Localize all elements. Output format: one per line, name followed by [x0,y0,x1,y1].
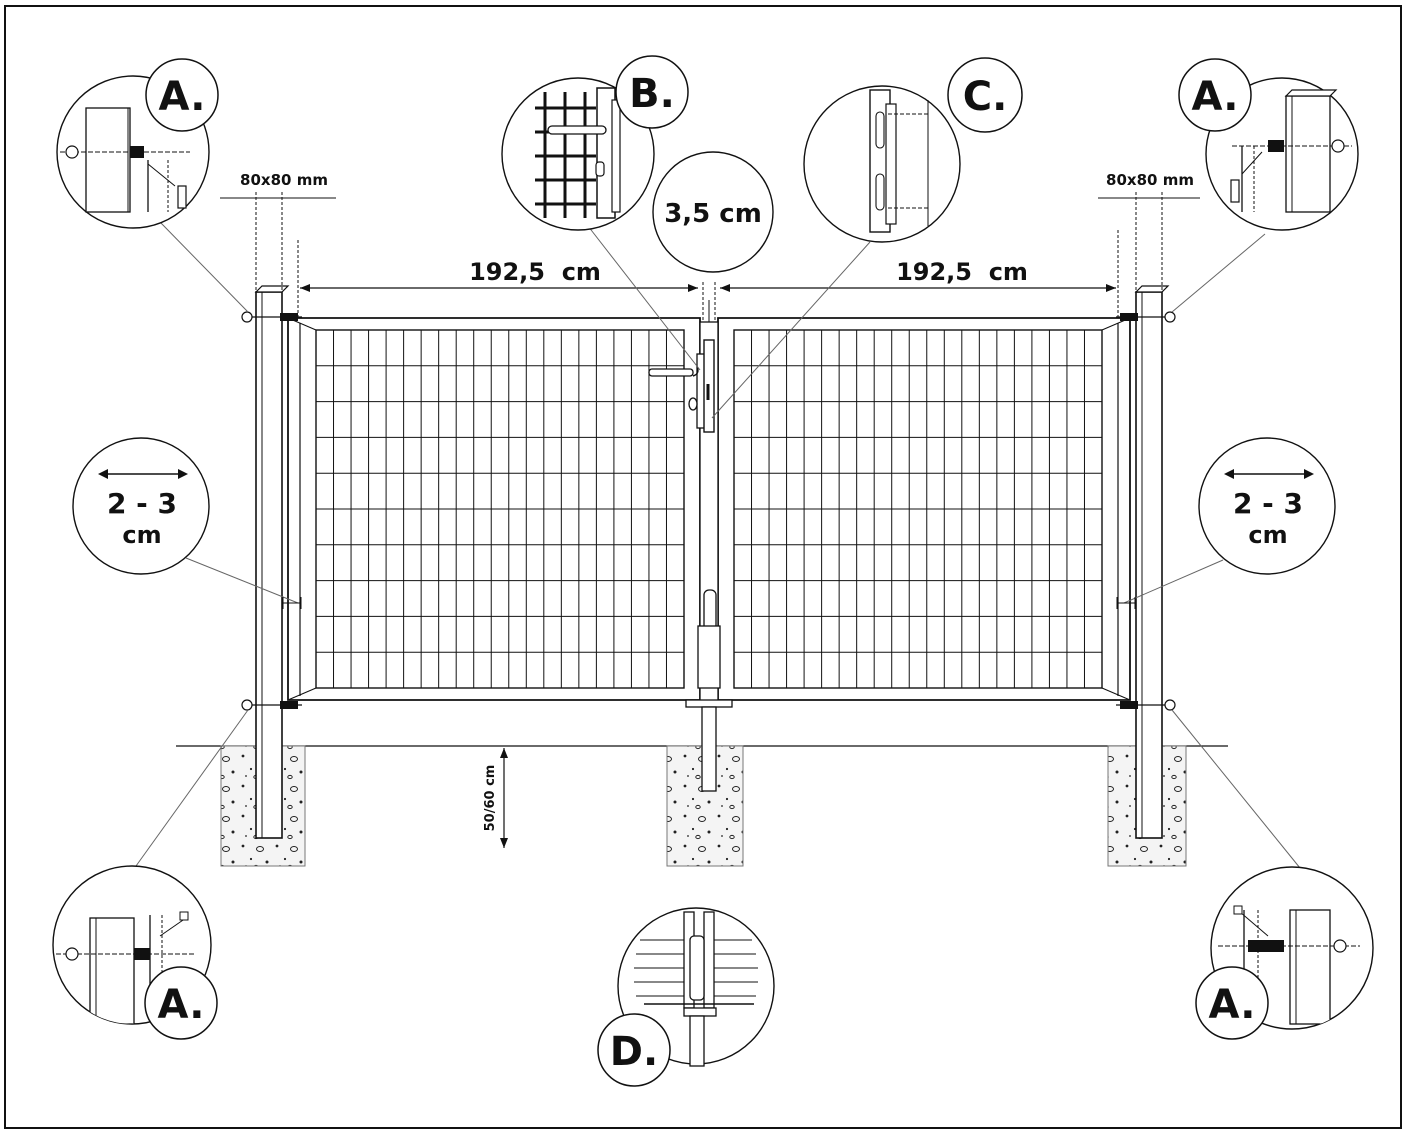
detail-a-top-right [1178,58,1359,231]
center-gap-callout [652,151,774,273]
drop-bolt [685,282,733,792]
detail-a-top-left-label: A. [159,74,206,120]
post-size-label-right: 80x80 mm [1106,171,1194,189]
gap-marker-left [282,597,302,609]
gap-label-left-top: 2 - 3 [107,487,177,520]
gap-label-left-bottom: cm [122,521,161,549]
depth-dimension [500,748,508,848]
gap-marker-right [1116,597,1136,609]
detail-d [597,907,775,1087]
width-label-right: 192,5 cm [896,258,1028,286]
gap-label-right-top: 2 - 3 [1233,487,1303,520]
width-dimension-right [720,230,1119,318]
page-frame [4,5,1402,1129]
hinge-top-left [241,311,302,323]
detail-a-bottom-right-label: A. [1209,982,1256,1028]
post-left [254,285,290,839]
post-size-label-left: 80x80 mm [240,171,328,189]
detail-b [501,55,689,231]
gate-leaf-left [287,317,701,701]
detail-a-bottom-right [1195,866,1374,1040]
hinge-bottom-left [241,699,302,711]
detail-c-label: C. [963,74,1008,120]
post-right [1134,285,1170,839]
detail-b-label: B. [629,71,675,117]
leader-lines [135,221,1301,869]
center-gap-label: 3,5 cm [664,199,762,229]
detail-a-bottom-left-label: A. [158,982,205,1028]
width-dimension-left [297,240,698,318]
detail-c [803,57,1023,243]
detail-a-bottom-left [52,865,218,1040]
detail-a-top-right-label: A. [1192,74,1239,120]
gate-leaf-right [717,317,1131,701]
hinge-top-right [1116,311,1176,323]
detail-a-top-left [56,58,219,229]
gap-callout-right [1198,437,1336,575]
post-size-dimension-left [220,192,336,292]
gap-label-right-bottom: cm [1248,521,1287,549]
hinge-bottom-right [1116,699,1176,711]
width-label-left: 192,5 cm [469,258,601,286]
post-size-dimension-right [1098,192,1200,292]
detail-d-label: D. [610,1029,658,1075]
gap-callout-left [72,437,210,575]
depth-label: 50/60 cm [483,765,498,832]
